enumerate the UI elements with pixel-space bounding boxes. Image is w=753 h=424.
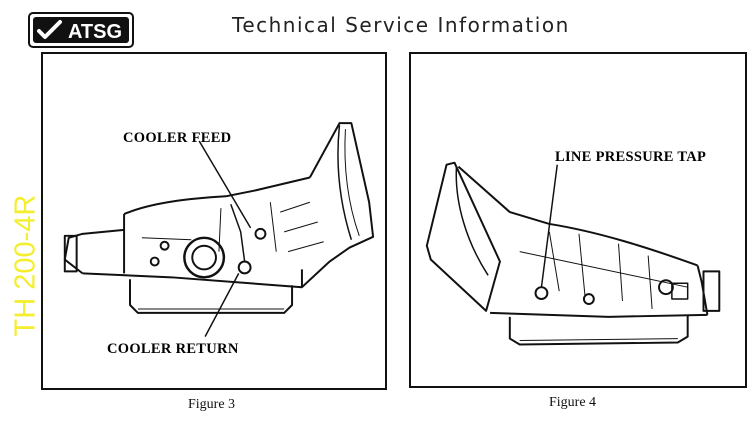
cooler-feed-label: COOLER FEED (123, 130, 232, 146)
line-pressure-tap-leader (540, 164, 558, 288)
transmission-illustration-side (63, 122, 375, 337)
line-pressure-tap-label: LINE PRESSURE TAP (555, 149, 707, 165)
atsg-logo: ATSG (28, 12, 134, 48)
transmission-illustration-opposite-side (425, 161, 721, 346)
transmission-model-label: TH 200-4R (9, 194, 42, 337)
page-title: Technical Service Information (232, 13, 570, 37)
figure-4-panel: LINE PRESSURE TAP (409, 52, 747, 388)
figure-3-caption: Figure 3 (188, 397, 236, 412)
cooler-return-leader (204, 273, 240, 337)
figure-4-caption: Figure 4 (549, 395, 597, 410)
cooler-feed-leader (198, 140, 252, 229)
cooler-return-label: COOLER RETURN (107, 341, 239, 357)
logo-text: ATSG (68, 21, 122, 43)
figure-3-panel: COOLER FEED COOLER RETURN (41, 52, 387, 390)
